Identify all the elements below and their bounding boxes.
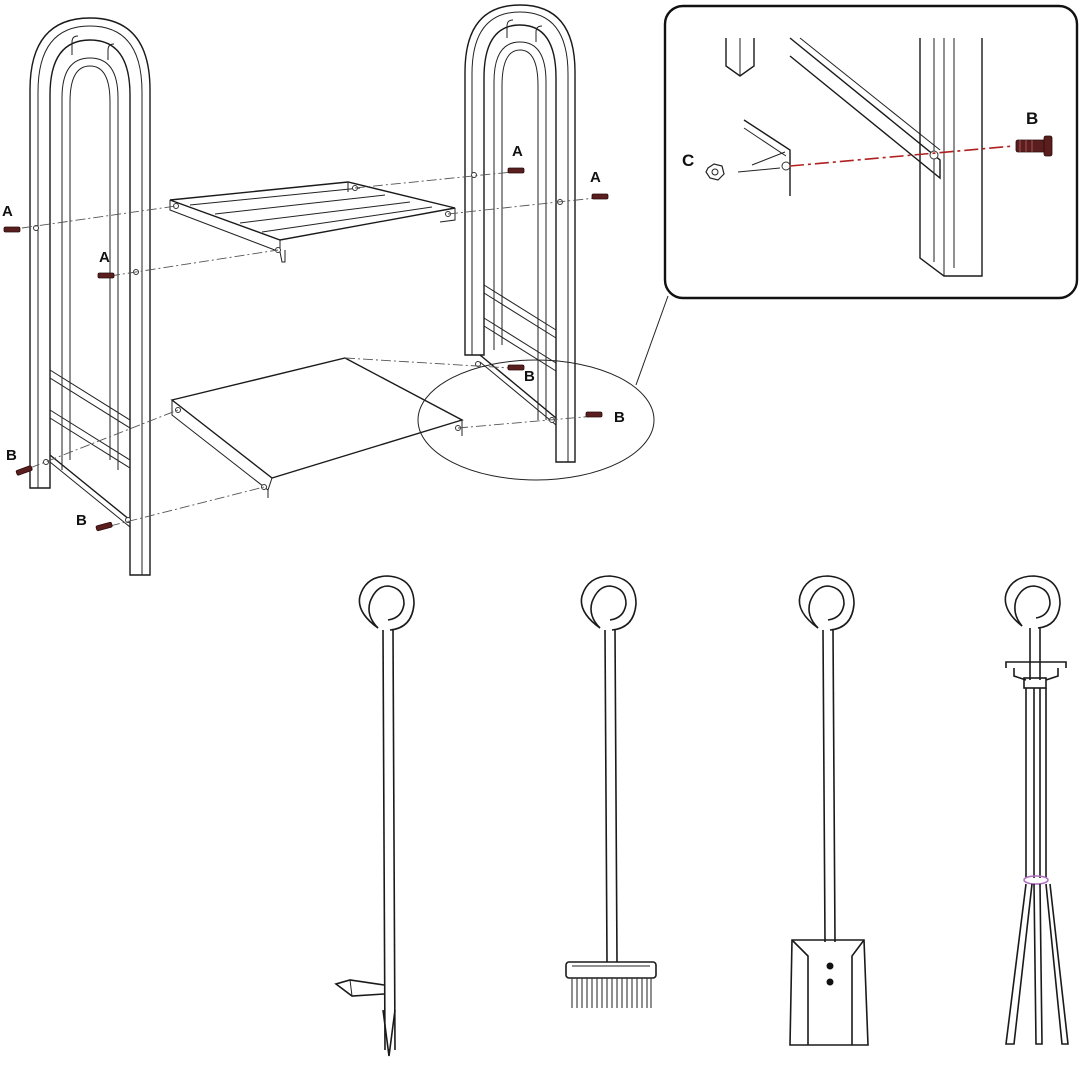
part-labels: A A A A B B B B [2, 143, 625, 529]
label-bolt-a: A [99, 249, 110, 266]
bolt-icon [15, 465, 33, 476]
bolt-icon [95, 521, 113, 532]
bolt-icon [585, 411, 603, 418]
bolt-icon [507, 364, 525, 371]
label-bolt-b: B [1026, 109, 1038, 128]
lower-solid-shelf [170, 357, 464, 498]
label-bolt-a: A [2, 203, 13, 220]
bolt-icon [507, 167, 525, 174]
detail-inset: C B [663, 4, 1079, 300]
detail-callout [417, 295, 669, 481]
label-bolt-a: A [590, 169, 601, 186]
label-bolt-b: B [524, 368, 535, 385]
fireplace-shovel-icon [789, 575, 869, 1046]
fireplace-brush-icon [565, 575, 657, 1008]
fireplace-tongs-icon [1004, 575, 1069, 1045]
label-bolt-a: A [512, 143, 523, 160]
rack-right-frame [464, 4, 576, 463]
label-bolt-b: B [6, 447, 17, 464]
fireplace-poker-icon [334, 575, 415, 1057]
label-bolt-b: B [614, 409, 625, 426]
bolt-icon [3, 226, 21, 233]
label-bolt-b: B [76, 512, 87, 529]
bolts [3, 167, 609, 532]
rack-left-frame [29, 17, 151, 576]
upper-grate-shelf [169, 181, 456, 263]
bolt-icon [97, 272, 115, 279]
assembly-guide-lines [21, 171, 596, 527]
bolt-icon [591, 193, 609, 200]
label-nut-c: C [682, 151, 694, 170]
bolt-icon [1015, 135, 1053, 157]
